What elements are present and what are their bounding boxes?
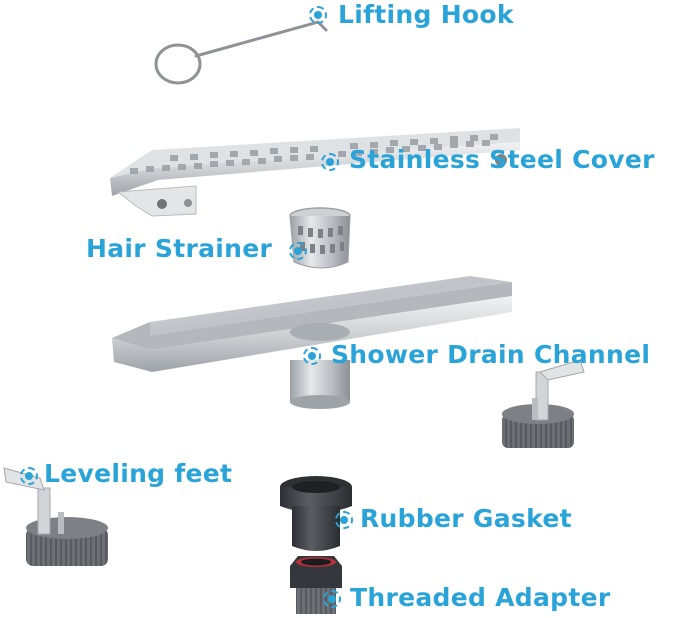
shower-drain-channel-marker-icon [303,347,321,365]
threaded-adapter-label: Threaded Adapter [350,583,611,612]
leveling-foot-right-part [502,359,585,448]
leveling-feet-label: Leveling feet [44,459,233,488]
stainless-steel-cover-marker-icon [321,153,339,171]
rubber-gasket-marker-icon [335,511,353,529]
rubber-gasket-part [280,476,352,551]
leveling-feet-marker-icon [20,467,38,485]
shower-drain-channel-part [112,276,512,409]
stainless-steel-cover-part [110,128,520,217]
stainless-steel-cover-label: Stainless Steel Cover [349,145,655,174]
hair-strainer-label: Hair Strainer [86,234,273,263]
threaded-adapter-marker-icon [323,590,341,608]
lifting-hook-marker-icon [309,6,327,24]
leveling-foot-left-part [3,467,108,566]
rubber-gasket-label: Rubber Gasket [360,504,572,533]
lifting-hook-part [154,20,328,85]
hair-strainer-marker-icon [289,242,307,260]
lifting-hook-label: Lifting Hook [338,0,514,29]
shower-drain-channel-label: Shower Drain Channel [331,340,651,369]
